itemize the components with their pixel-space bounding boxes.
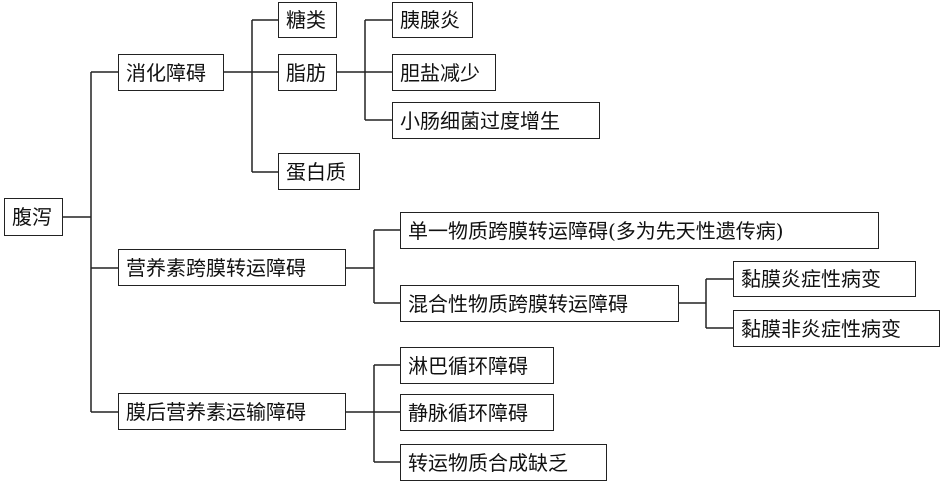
node-protein: 蛋白质 <box>278 153 360 190</box>
node-mixed-substance: 混合性物质跨膜转运障碍 <box>400 285 679 322</box>
node-sugar: 糖类 <box>278 2 337 38</box>
node-pancreatitis: 胰腺炎 <box>392 2 473 38</box>
node-post-membrane-disorder: 膜后营养素运输障碍 <box>118 393 346 430</box>
node-root: 腹泻 <box>4 198 63 236</box>
node-digestion-disorder: 消化障碍 <box>118 54 224 91</box>
node-venous: 静脉循环障碍 <box>400 394 554 431</box>
node-mucosa-inflammatory: 黏膜炎症性病变 <box>733 261 916 297</box>
node-mucosa-non-inflammatory: 黏膜非炎症性病变 <box>733 310 940 347</box>
node-transmembrane-disorder: 营养素跨膜转运障碍 <box>118 249 346 286</box>
node-single-substance: 单一物质跨膜转运障碍(多为先天性遗传病) <box>400 212 879 249</box>
node-bacterial-overgrowth: 小肠细菌过度增生 <box>392 102 600 139</box>
node-fat: 脂肪 <box>278 54 337 91</box>
node-lymph: 淋巴循环障碍 <box>400 347 554 384</box>
node-synthesis: 转运物质合成缺乏 <box>400 444 607 481</box>
node-bile-salt: 胆盐减少 <box>392 54 496 91</box>
